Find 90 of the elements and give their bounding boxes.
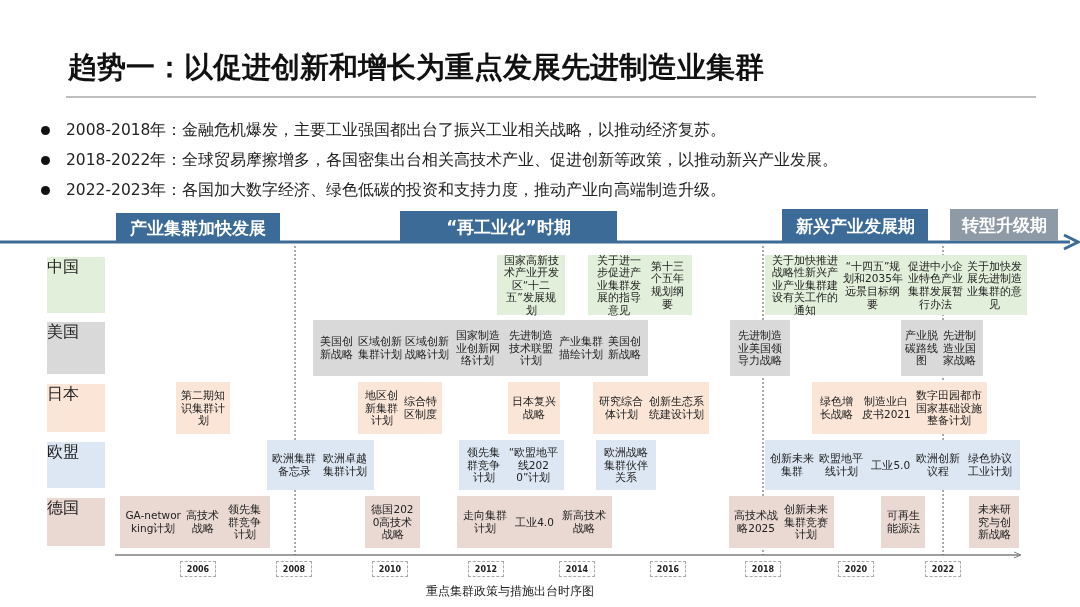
policy-text: 工业4.0 — [514, 515, 555, 529]
period-banner: “再工业化”时期 — [400, 211, 617, 243]
policy-text: 第十三个五年规划纲要 — [650, 259, 686, 311]
policy-strip — [729, 496, 834, 548]
policy-strip — [120, 496, 270, 548]
policy-strip — [459, 440, 564, 490]
policy-text: 走向集群计划 — [461, 509, 508, 535]
policy-text: 研究综合体计划 — [598, 395, 645, 421]
bullet-text: 2022-2023年：各国加大数字经济、绿色低碳的投资和支持力度，推动产业向高端制造升级。 — [66, 180, 727, 201]
row-header: 德国 — [47, 498, 105, 546]
year-label: 2010 — [372, 561, 408, 577]
policy-text: 高技术战略2025 — [733, 509, 780, 535]
period-banner: 产业集群加快发展 — [116, 213, 280, 243]
policy-text: 欧洲卓越集群计划 — [321, 452, 368, 478]
policy-text: 制造业白皮书2021 — [861, 395, 912, 421]
year-label: 2014 — [559, 561, 595, 577]
policy-text: 日本复兴战略 — [511, 395, 557, 421]
policy-text: “欧盟地平线2020”计划 — [507, 446, 560, 484]
policy-text: 绿色增长战略 — [819, 395, 855, 421]
policy-strip — [593, 382, 709, 434]
policy-strip — [765, 255, 1027, 315]
policy-strip — [765, 440, 1020, 490]
year-label: 2012 — [468, 561, 504, 577]
bullet-text: 2018-2022年：全球贸易摩擦增多，各国密集出台相关高技术产业、促进创新等政策，以推动新兴产业发展。 — [66, 150, 839, 171]
policy-text: 数字田园都市国家基础设施整备计划 — [915, 389, 984, 427]
policy-text: 德国2020高技术战略 — [370, 503, 415, 541]
policy-text: 地区创新集群计划 — [364, 389, 400, 427]
policy-strip — [596, 440, 656, 490]
policy-text: 关于加快发展先进制造业集群的意见 — [966, 259, 1024, 311]
policy-text: 国家制造业创新网络计划 — [454, 329, 501, 367]
policy-strip — [812, 382, 987, 434]
policy-text: 美国创新战略 — [607, 335, 643, 361]
policy-text: 区域创新战略计划 — [404, 335, 451, 361]
policy-text: 关于加快推进战略性新兴产业产业集群建设有关工作的通知 — [770, 253, 839, 317]
policy-text: 促进中小企业特色产业集群发展暂行办法 — [906, 259, 964, 311]
policy-strip — [457, 496, 612, 548]
policy-strip — [881, 496, 925, 548]
policy-text: 产业脱碳路线图 — [904, 329, 940, 367]
policy-strip — [588, 255, 692, 315]
policy-text: 欧洲集群备忘录 — [271, 452, 318, 478]
policy-text: 领先集群竞争计划 — [227, 503, 263, 541]
policy-text: 创新生态系统建设计划 — [647, 395, 705, 421]
policy-strip — [969, 496, 1019, 548]
policy-text: 关于进一步促进产业集群发展的指导意见 — [595, 253, 642, 317]
policy-text: 先进制造技术联盟计划 — [508, 329, 555, 367]
policy-strip — [730, 320, 790, 376]
policy-text: 工业5.0 — [870, 458, 912, 472]
year-label: 2008 — [276, 561, 312, 577]
title: 趋势一：以促进创新和增长为重点发展先进制造业集群 — [68, 49, 764, 86]
policy-text: “十四五”规划和2035年远景目标纲要 — [842, 259, 904, 311]
policy-text: 创新未来集群竞赛计划 — [782, 503, 829, 541]
policy-text: 先进制造业国家战略 — [942, 329, 978, 367]
policy-strip — [901, 320, 983, 376]
policy-strip — [313, 320, 648, 376]
policy-text: 领先集群竞争计划 — [466, 446, 502, 484]
policy-strip — [365, 496, 420, 548]
policy-text: 欧盟地平线计划 — [818, 452, 865, 478]
year-label: 2016 — [650, 561, 686, 577]
policy-text: 创新未来集群 — [768, 452, 815, 478]
policy-text: 欧洲创新议程 — [915, 452, 962, 478]
policy-text: 未来研究与创新战略 — [976, 503, 1012, 541]
year-label: 2020 — [838, 561, 874, 577]
policy-strip — [176, 382, 230, 434]
policy-text: 产业集群描绘计划 — [557, 335, 604, 361]
row-header: 美国 — [47, 322, 105, 374]
bullet-text: 2008-2018年：金融危机爆发，主要工业强国都出台了振兴工业相关战略，以推动经济复苏。 — [66, 120, 727, 141]
policy-strip — [508, 382, 560, 434]
policy-text: 高技术战略 — [185, 509, 221, 535]
policy-text: 区域创新集群计划 — [357, 335, 404, 361]
policy-text: 国家高新技术产业开发区“十二五”发展规划 — [502, 253, 560, 317]
policy-text: GA-networking计划 — [124, 509, 182, 535]
policy-text: 美国创新战略 — [318, 335, 354, 361]
year-label: 2018 — [745, 561, 781, 577]
year-label: 2006 — [180, 561, 216, 577]
policy-text: 绿色协议工业计划 — [966, 452, 1013, 478]
policy-text: 新高技术战略 — [561, 509, 608, 535]
policy-strip — [358, 382, 442, 434]
policy-text: 欧洲战略集群伙伴关系 — [603, 446, 649, 484]
policy-text: 综合特区制度 — [403, 395, 439, 421]
caption: 重点集群政策与措施出台时序图 — [425, 583, 595, 600]
policy-text: 先进制造业美国领导力战略 — [737, 329, 783, 367]
period-banner: 转型升级期 — [950, 209, 1058, 241]
policy-text: 可再生能源法 — [885, 509, 921, 535]
period-banner: 新兴产业发展期 — [782, 209, 928, 243]
row-header: 日本 — [47, 384, 105, 432]
year-label: 2022 — [925, 561, 961, 577]
policy-strip — [267, 440, 374, 490]
row-header: 中国 — [47, 257, 105, 313]
row-header: 欧盟 — [47, 442, 105, 488]
policy-text: 第二期知识集群计划 — [180, 389, 226, 427]
